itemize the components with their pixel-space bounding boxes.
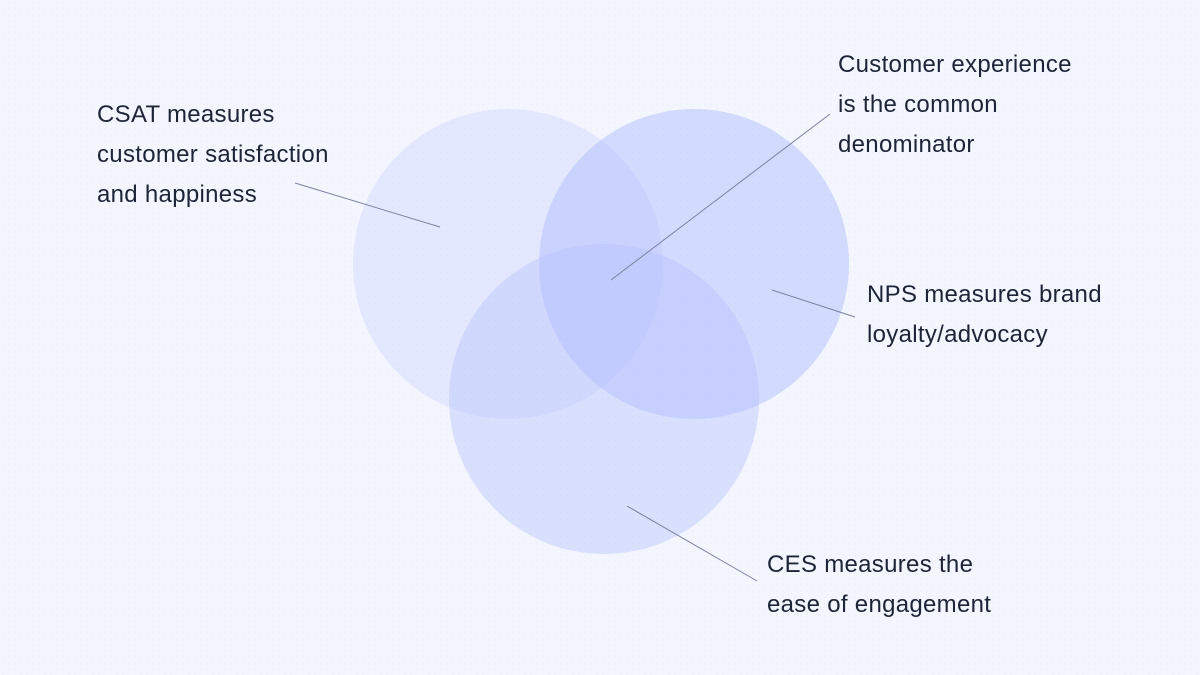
ces-label-line: CES measures the	[767, 551, 974, 578]
nps-label-line: NPS measures brand	[867, 281, 1102, 308]
ces-leader-line	[626, 505, 758, 582]
ces-circle	[449, 244, 759, 554]
nps-circle	[539, 109, 849, 419]
nps-leader-line	[771, 289, 856, 318]
nps-label-line: loyalty/advocacy	[867, 321, 1048, 348]
csat-circle	[353, 109, 663, 419]
common-label-line: Customer experience	[838, 51, 1072, 78]
csat-label: CSAT measures customer satisfaction and …	[97, 95, 329, 215]
common-label-line: is the common	[838, 91, 998, 118]
common-leader-line	[610, 113, 831, 281]
ces-label: CES measures the ease of engagement	[767, 545, 991, 625]
csat-label-line: and happiness	[97, 181, 258, 208]
csat-label-line: customer satisfaction	[97, 141, 329, 168]
common-label-line: denominator	[838, 131, 975, 158]
common-label: Customer experience is the common denomi…	[838, 45, 1072, 165]
csat-label-line: CSAT measures	[97, 101, 275, 128]
nps-label: NPS measures brand loyalty/advocacy	[867, 275, 1102, 355]
csat-leader-line	[294, 182, 441, 228]
ces-label-line: ease of engagement	[767, 591, 992, 618]
